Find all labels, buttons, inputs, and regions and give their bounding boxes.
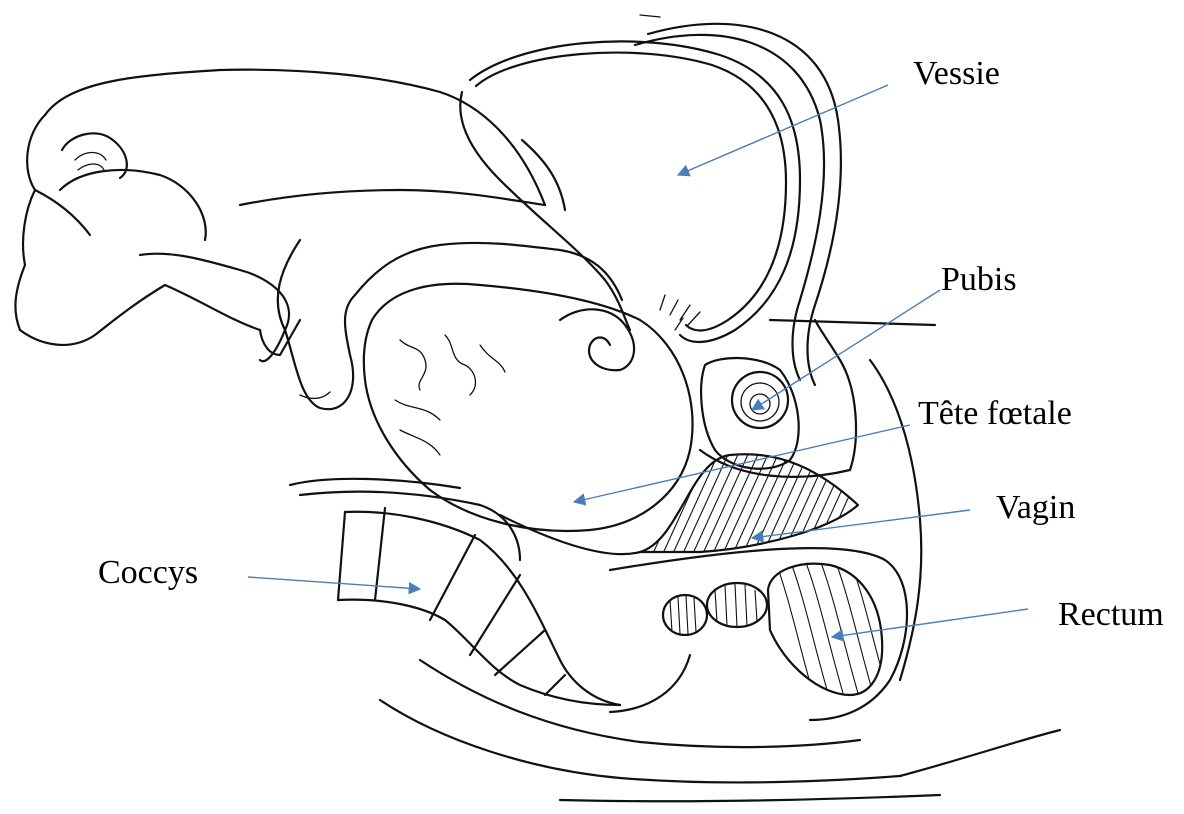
label-arrows bbox=[248, 85, 1028, 637]
label-rectum: Rectum bbox=[1058, 598, 1164, 632]
arrow-coccys bbox=[248, 577, 420, 589]
label-tete-foetale: Tête fœtale bbox=[918, 397, 1072, 431]
bladder bbox=[460, 24, 841, 385]
arrow-vagin bbox=[752, 510, 970, 538]
rectum bbox=[500, 515, 907, 720]
label-vagin: Vagin bbox=[996, 491, 1075, 525]
fetus-body bbox=[15, 70, 622, 410]
arrow-vessie bbox=[678, 85, 888, 175]
coccyx-sacrum bbox=[290, 479, 690, 712]
pubis-bone bbox=[700, 320, 935, 477]
arrow-rectum bbox=[832, 609, 1028, 637]
arrow-pubis bbox=[752, 290, 940, 410]
label-pubis: Pubis bbox=[941, 263, 1017, 297]
label-vessie: Vessie bbox=[913, 57, 1000, 91]
vagina bbox=[640, 450, 870, 560]
label-coccys: Coccys bbox=[98, 556, 198, 590]
